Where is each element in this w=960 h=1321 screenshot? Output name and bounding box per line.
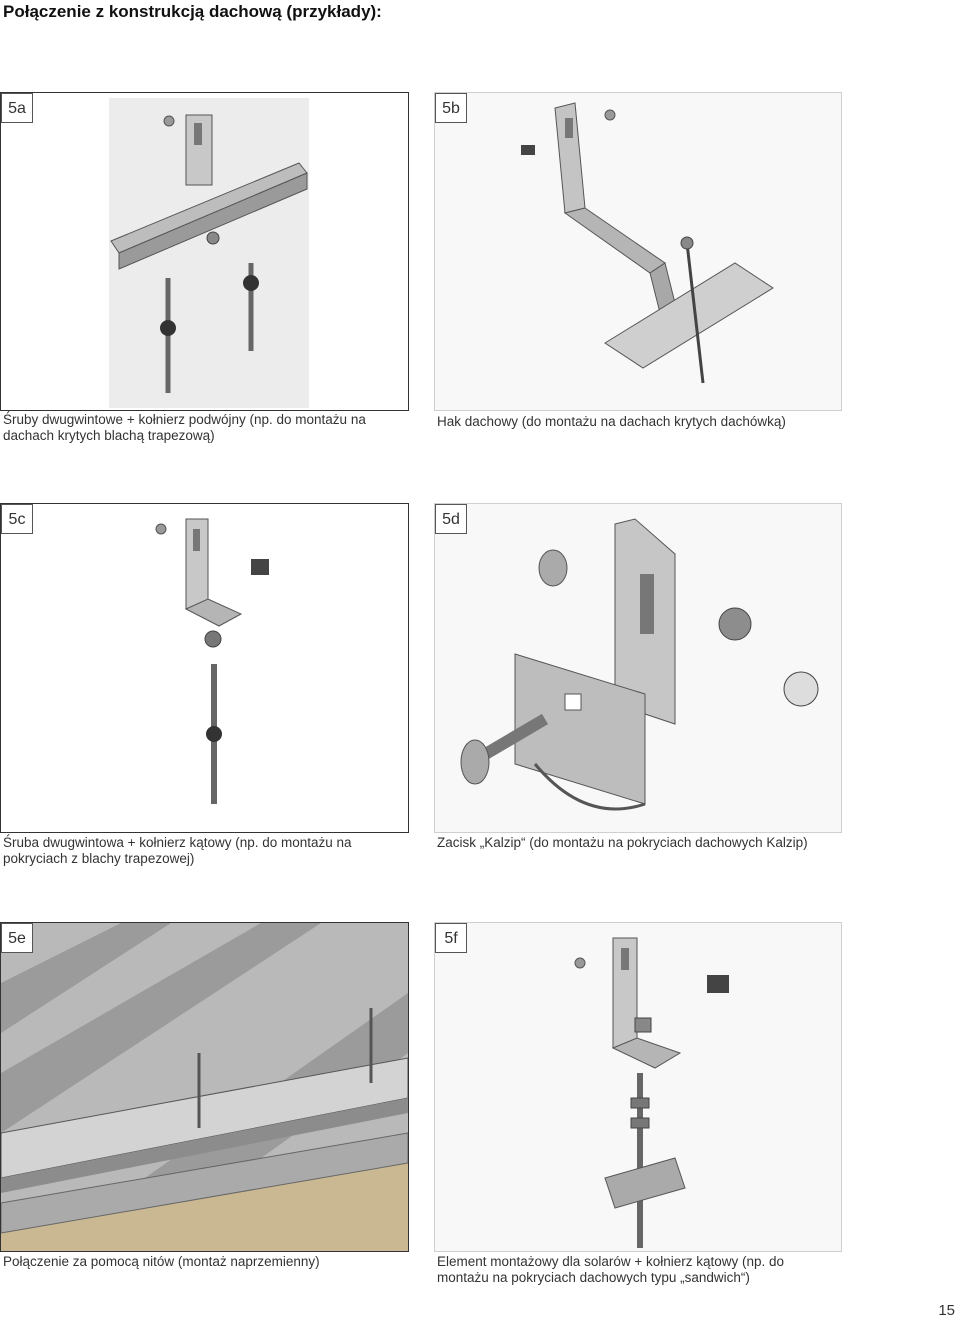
figure-5e-caption: Połączenie za pomocą nitów (montaż naprz… <box>3 1254 320 1269</box>
page-title: Połączenie z konstrukcją dachową (przykł… <box>3 2 382 21</box>
double-thread-screw-angle-flange-illustration <box>155 518 269 804</box>
figure-5b-panel: 5b <box>434 92 842 411</box>
figure-label: 5d <box>435 504 467 534</box>
figure-5f-panel: 5f <box>434 922 842 1252</box>
page-number: 15 <box>938 1302 955 1319</box>
figure-5a-panel: 5a <box>0 92 409 411</box>
solar-mounting-element-illustration <box>574 937 729 1248</box>
rivet-connection-illustration <box>1 923 408 1251</box>
figure-label: 5b <box>435 93 467 123</box>
double-thread-screws-flange-illustration <box>109 98 309 408</box>
figure-5f-caption: Element montażowy dla solarów + kołnierz… <box>437 1254 785 1285</box>
figure-5e-panel: 5e <box>0 922 409 1252</box>
figure-5d-caption: Zacisk „Kalzip“ (do montażu na pokryciac… <box>437 835 808 850</box>
figure-label: 5f <box>435 923 467 953</box>
figure-5d-panel: 5d <box>434 503 842 833</box>
figure-label: 5e <box>1 923 33 953</box>
roof-hook-illustration <box>521 102 774 384</box>
figure-5c-panel: 5c <box>0 503 409 833</box>
figure-5c-caption: Śruba dwugwintowa + kołnierz kątowy (np.… <box>3 835 352 866</box>
figure-label: 5a <box>1 93 33 123</box>
figure-5a-caption: Śruby dwugwintowe + kołnierz podwójny (n… <box>3 412 366 443</box>
figure-5b-caption: Hak dachowy (do montażu na dachach kryty… <box>437 414 786 429</box>
figure-label: 5c <box>1 504 33 534</box>
kalzip-clamp-illustration <box>460 518 819 811</box>
